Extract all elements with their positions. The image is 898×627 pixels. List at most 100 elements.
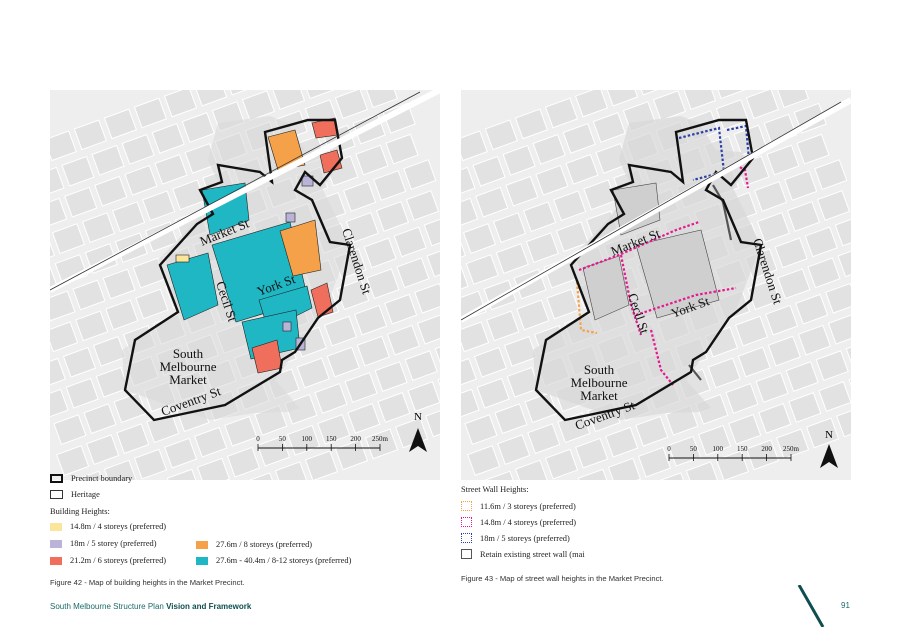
city-block xyxy=(347,402,381,434)
scale-tick-label: 100 xyxy=(713,445,724,453)
city-block xyxy=(754,181,788,212)
north-arrow-icon xyxy=(409,428,427,452)
city-block xyxy=(326,346,360,378)
scale-tick-label: 0 xyxy=(667,445,671,453)
city-block xyxy=(224,415,258,447)
city-block xyxy=(462,223,497,254)
city-block xyxy=(241,90,276,122)
city-block xyxy=(522,201,557,233)
city-block xyxy=(775,428,810,460)
legend-item: 27.6m / 8 storeys (preferred) xyxy=(196,540,312,549)
city-block xyxy=(94,175,128,207)
scale-tick-label: 50 xyxy=(690,445,698,453)
city-block xyxy=(50,388,69,420)
city-block xyxy=(393,226,427,258)
city-block xyxy=(728,413,762,445)
city-block xyxy=(226,446,261,478)
legend-heritage: Heritage xyxy=(50,490,100,499)
city-block xyxy=(403,159,437,190)
city-block xyxy=(386,324,421,356)
page-number: 91 xyxy=(841,601,850,610)
city-block xyxy=(461,234,467,265)
city-block xyxy=(323,315,358,347)
scale-tick-label: 150 xyxy=(737,445,748,453)
yellow-heights xyxy=(175,254,190,263)
city-block xyxy=(497,434,531,466)
scale-tick-label: 0 xyxy=(256,435,260,443)
city-block xyxy=(685,461,719,480)
city-block xyxy=(767,335,801,367)
city-block xyxy=(774,237,808,269)
city-block xyxy=(181,112,215,143)
city-block xyxy=(804,226,838,258)
city-block xyxy=(405,190,440,221)
city-block xyxy=(807,257,841,289)
scale-tick-label: 250m xyxy=(372,435,389,443)
city-block xyxy=(562,122,596,154)
city-block xyxy=(652,90,687,122)
heritage-swatch xyxy=(50,490,63,499)
city-block xyxy=(544,448,579,480)
north-arrow-icon xyxy=(820,444,838,468)
city-block xyxy=(707,357,741,389)
city-block xyxy=(516,299,550,331)
city-block xyxy=(396,257,430,289)
city-block xyxy=(553,190,587,222)
north-label: N xyxy=(414,411,422,423)
railway-line xyxy=(50,91,421,291)
city-block xyxy=(788,392,822,423)
city-block xyxy=(494,403,528,435)
page-footer: South Melbourne Structure Plan Vision an… xyxy=(50,602,251,611)
city-block xyxy=(86,434,120,466)
cyan-swatch xyxy=(196,556,208,565)
city-block xyxy=(72,279,106,311)
city-block xyxy=(818,381,851,412)
city-block xyxy=(113,392,147,424)
city-block xyxy=(737,346,771,378)
city-block xyxy=(61,155,95,187)
city-block xyxy=(785,361,819,392)
city-block xyxy=(758,402,792,434)
city-block xyxy=(314,383,348,414)
scale-tick-label: 100 xyxy=(302,435,313,443)
city-block xyxy=(62,346,97,378)
city-block xyxy=(525,232,559,264)
city-block xyxy=(374,361,408,392)
city-block xyxy=(364,90,399,109)
orange-heights xyxy=(267,129,322,277)
city-block xyxy=(51,223,86,254)
legend-precinct-boundary: Precinct boundary xyxy=(50,474,132,483)
legend-label: 14.8m / 4 storeys (preferred) xyxy=(480,517,577,527)
city-block xyxy=(607,457,642,480)
city-block xyxy=(377,392,411,423)
market-label-2: Melbourne xyxy=(570,375,627,390)
scale-tick-label: 200 xyxy=(350,435,361,443)
street-wall-heights-map: Market St York St Cecil St Clarendon St … xyxy=(461,90,851,480)
city-block xyxy=(755,372,789,403)
city-block xyxy=(334,90,369,120)
city-block xyxy=(796,133,830,165)
city-block xyxy=(461,197,479,229)
city-block xyxy=(425,406,440,438)
city-block xyxy=(344,372,378,403)
city-block xyxy=(50,321,79,353)
city-block xyxy=(73,470,108,480)
city-block xyxy=(83,403,117,435)
city-block xyxy=(73,119,107,151)
city-block xyxy=(166,468,200,480)
city-block xyxy=(64,186,98,218)
city-block xyxy=(301,90,336,100)
railway-line xyxy=(461,101,842,321)
market-label-2: Melbourne xyxy=(159,359,216,374)
city-block xyxy=(91,144,125,176)
city-block xyxy=(492,212,527,244)
pink-dotted-swatch xyxy=(461,517,472,527)
legend-heading: Building Heights: xyxy=(50,507,110,516)
legend-item: 27.6m - 40.4m / 8-12 storeys (preferred) xyxy=(196,556,351,565)
city-block xyxy=(103,459,138,480)
precinct-boundary-line xyxy=(123,118,352,422)
city-block xyxy=(414,282,440,314)
streets xyxy=(50,90,440,293)
city-block xyxy=(825,282,851,314)
